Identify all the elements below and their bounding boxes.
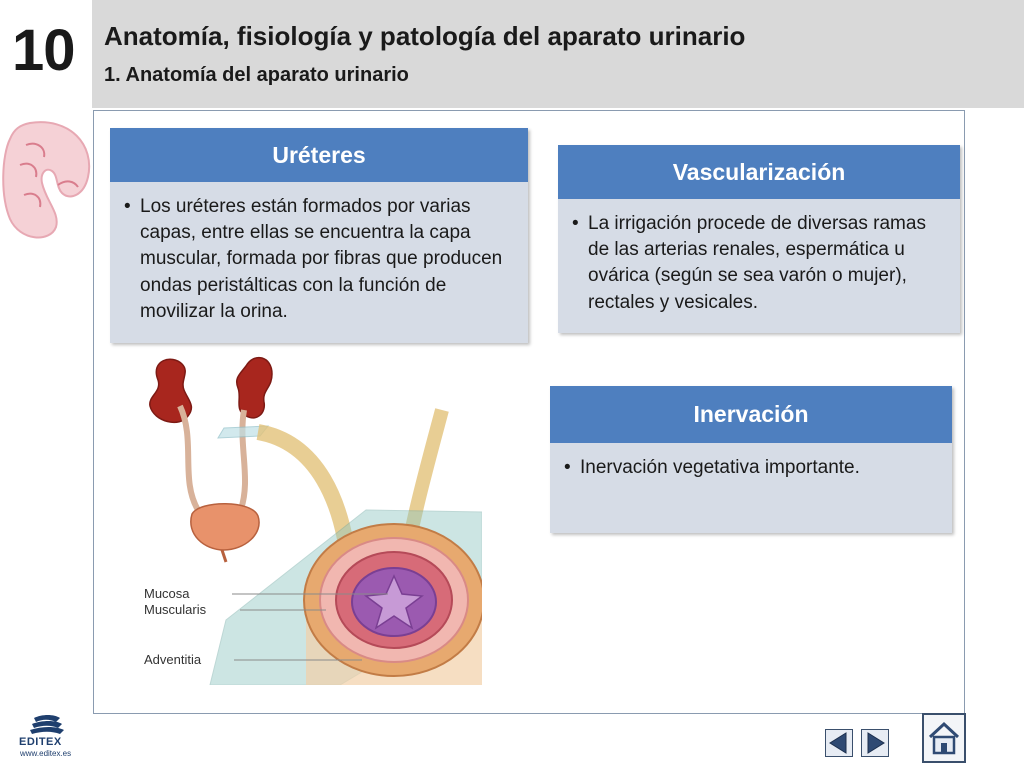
card-inervacion: Inervación • Inervación vegetativa impor…: [550, 386, 952, 533]
kidney-decoration-icon: [2, 121, 91, 239]
header-bar: [92, 0, 1024, 108]
next-slide-button[interactable]: [861, 729, 889, 757]
chapter-number: 10: [12, 18, 76, 83]
card-ureteres-body: • Los uréteres están formados por varias…: [110, 182, 528, 325]
brand-name: EDITEX: [19, 736, 62, 748]
home-icon: [928, 721, 960, 755]
card-vascularizacion: Vascularización • La irrigación procede …: [558, 145, 960, 333]
bullet-dot-icon: •: [572, 213, 579, 234]
home-button[interactable]: [922, 713, 966, 763]
triangle-left-icon: [829, 732, 847, 754]
previous-slide-button[interactable]: [825, 729, 853, 757]
editex-logo-icon: [30, 715, 64, 734]
card-ureteres-heading: Uréteres: [110, 128, 528, 182]
label-muscularis: Muscularis: [144, 602, 207, 617]
card-vascularizacion-heading: Vascularización: [558, 145, 960, 199]
label-adventitia: Adventitia: [144, 652, 202, 667]
label-mucosa: Mucosa: [144, 586, 190, 601]
card-ureteres-text: Los uréteres están formados por varias c…: [140, 196, 503, 322]
card-vascularizacion-text: La irrigación procede de diversas ramas …: [588, 213, 926, 313]
triangle-right-icon: [867, 732, 885, 754]
bullet-item: • Inervación vegetativa importante.: [564, 455, 938, 481]
card-inervacion-body: • Inervación vegetativa importante.: [550, 443, 952, 481]
slide-subtitle: 1. Anatomía del aparato urinario: [104, 64, 409, 86]
card-ureteres: Uréteres • Los uréteres están formados p…: [110, 128, 528, 343]
bullet-item: • La irrigación procede de diversas rama…: [572, 211, 946, 316]
ureter-illustration: Mucosa Muscularis Adventitia: [140, 350, 482, 685]
bullet-dot-icon: •: [564, 457, 571, 478]
card-inervacion-heading: Inervación: [550, 386, 952, 443]
bullet-item: • Los uréteres están formados por varias…: [124, 194, 514, 325]
slide-title: Anatomía, fisiología y patología del apa…: [104, 21, 746, 51]
brand-url[interactable]: www.editex.es: [20, 749, 72, 758]
bullet-dot-icon: •: [124, 196, 131, 217]
card-vascularizacion-body: • La irrigación procede de diversas rama…: [558, 199, 960, 316]
card-inervacion-text: Inervación vegetativa importante.: [580, 457, 860, 478]
